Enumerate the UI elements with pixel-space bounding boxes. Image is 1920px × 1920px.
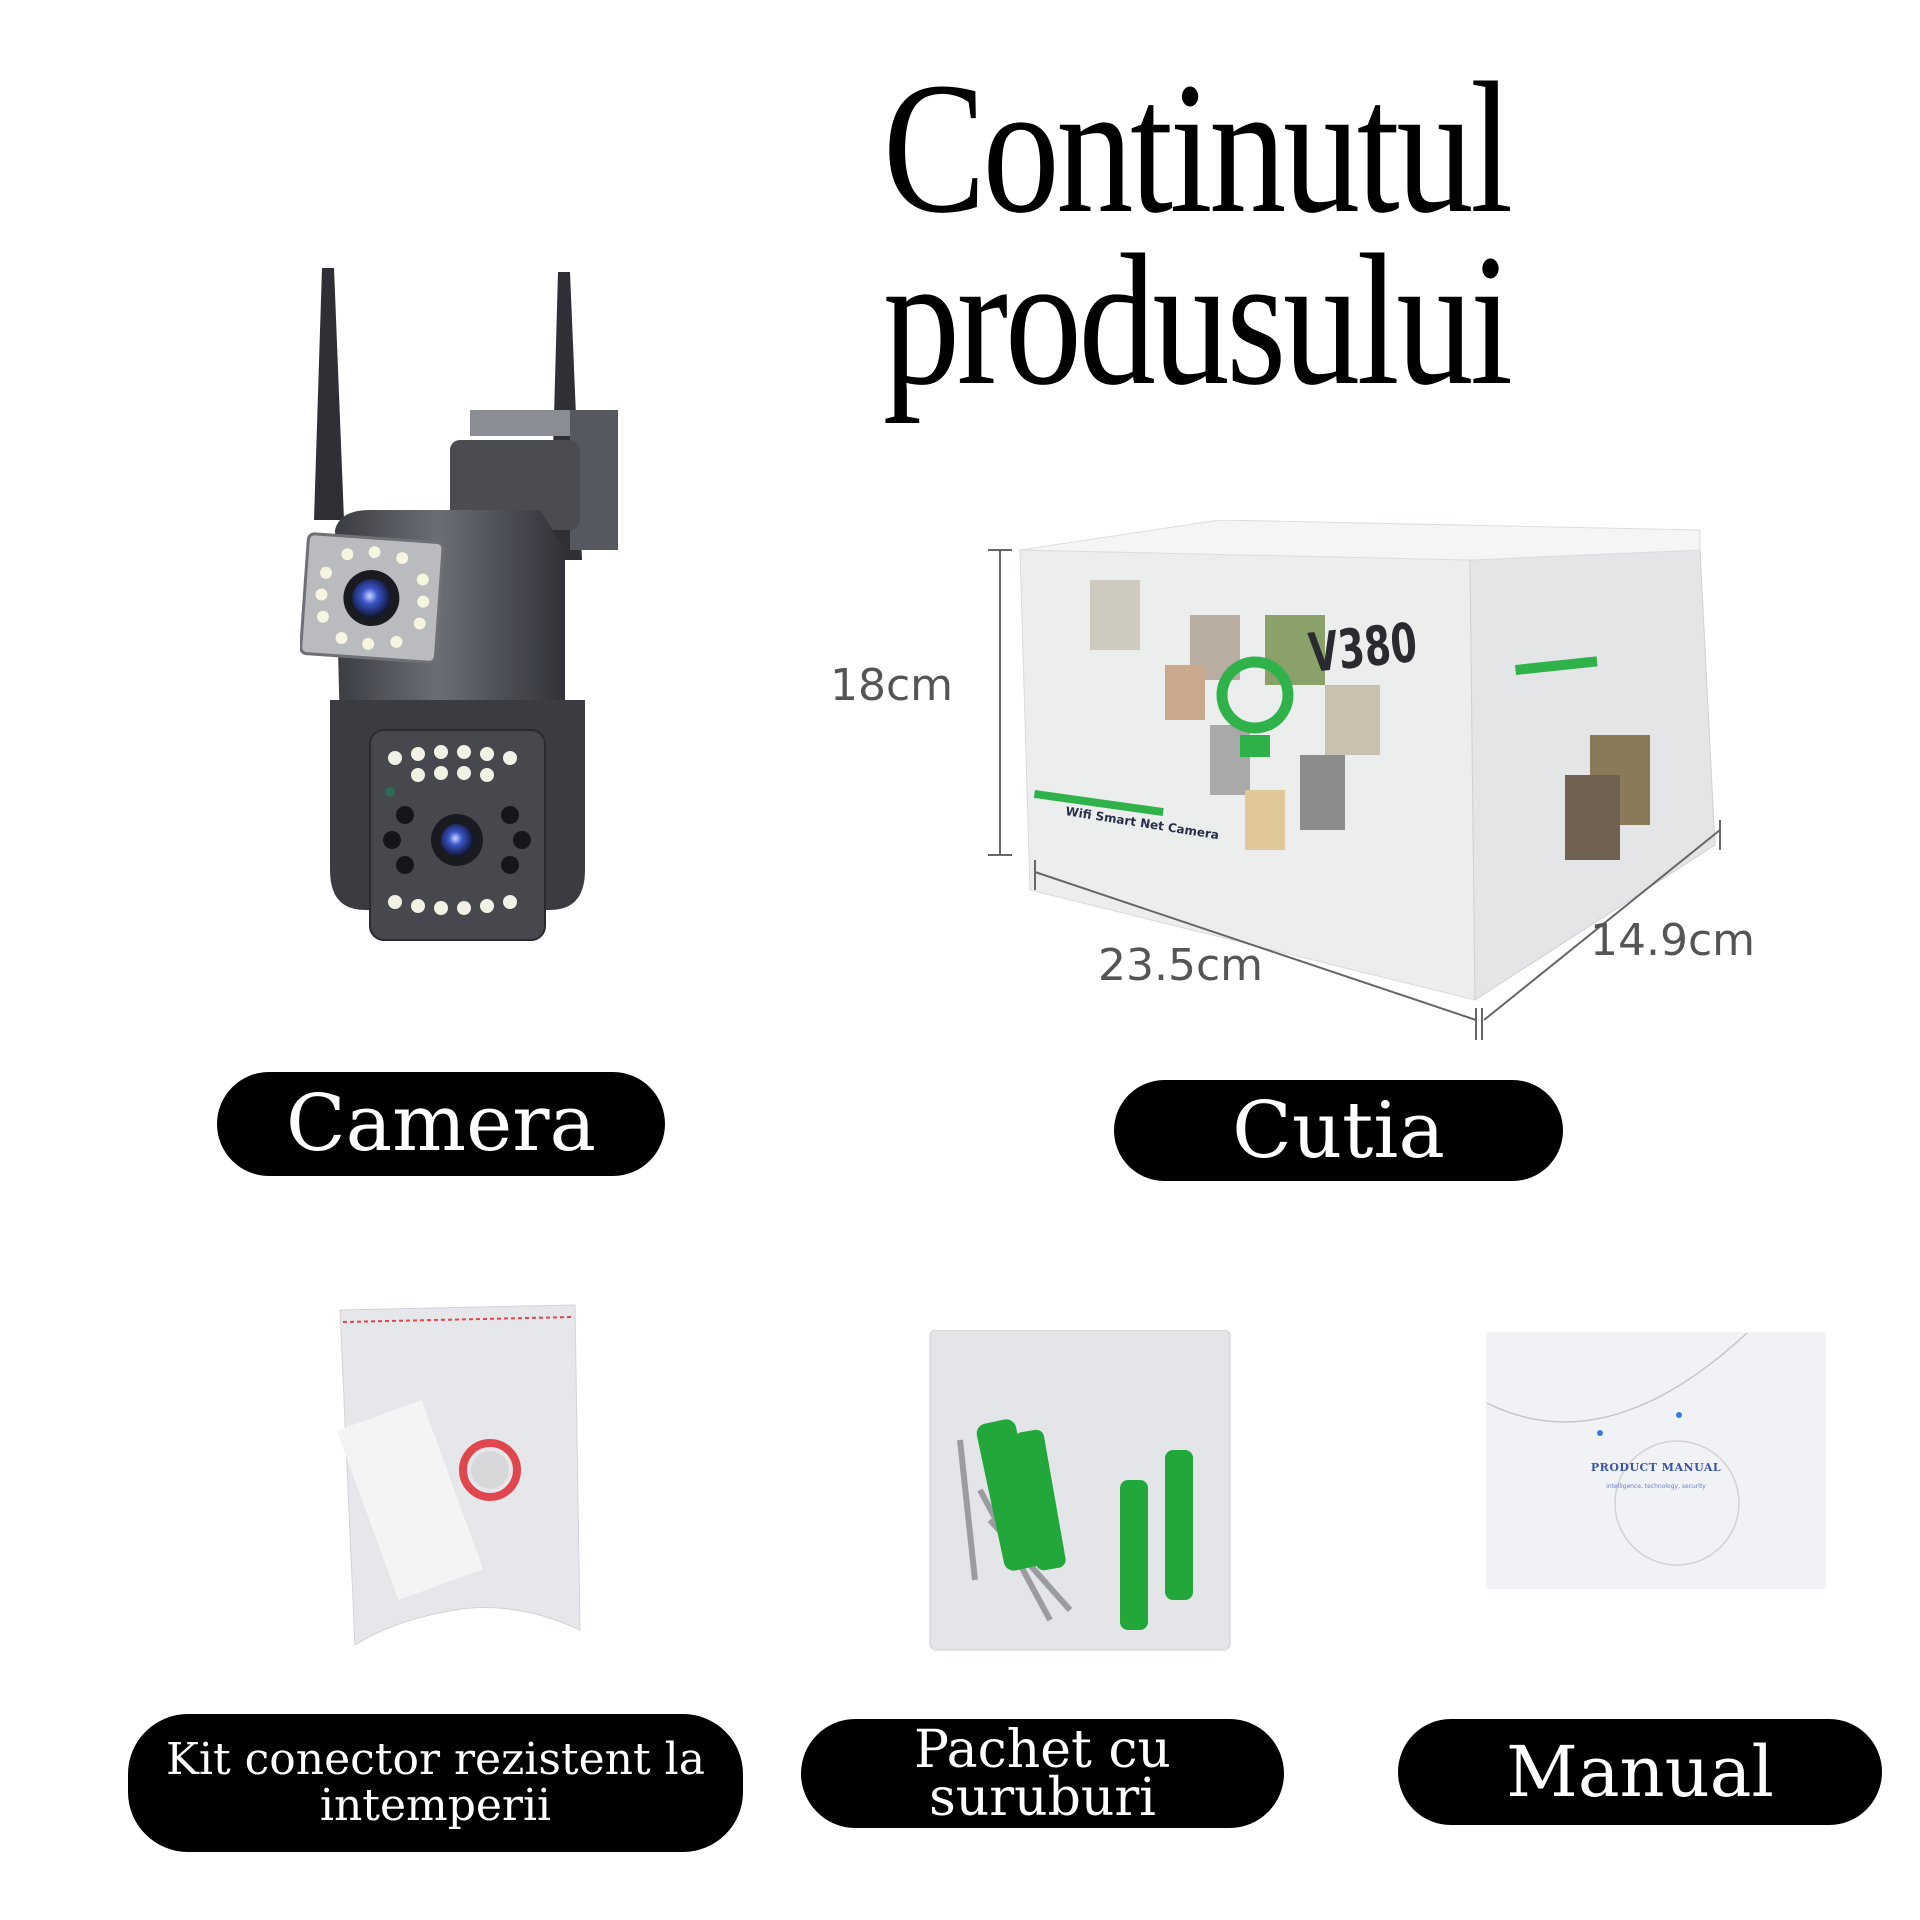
box-image: Wifi Smart Net Camera V380 bbox=[988, 520, 1721, 1040]
box-height-label: 18cm bbox=[830, 660, 954, 711]
manual-cover-subtitle: intelligence, technology, security bbox=[1606, 1483, 1706, 1490]
camera-label: Camera bbox=[285, 1079, 597, 1169]
box-length-label: 23.5cm bbox=[1098, 940, 1264, 991]
connector-kit-bag-image bbox=[336, 1304, 581, 1646]
box-depth-label: 14.9cm bbox=[1590, 915, 1756, 966]
title-line-1: Continutul bbox=[883, 43, 1513, 252]
screws-label-line2: suruburi bbox=[929, 1767, 1156, 1828]
connector-kit-label-line2: intemperii bbox=[319, 1780, 552, 1831]
screws-label-pill: Pachet cu suruburi bbox=[801, 1719, 1284, 1828]
svg-text:V380: V380 bbox=[1306, 611, 1420, 685]
box-label-pill: Cutia bbox=[1114, 1080, 1563, 1181]
manual-cover-graphic bbox=[1487, 1333, 1748, 1566]
camera-label-pill: Camera bbox=[217, 1072, 665, 1176]
screws-bag-image bbox=[929, 1330, 1231, 1651]
screws-label-line1: Pachet cu bbox=[913, 1719, 1172, 1780]
manual-image: PRODUCT MANUAL intelligence, technology,… bbox=[1487, 1333, 1825, 1588]
manual-label: Manual bbox=[1506, 1731, 1774, 1813]
connector-kit-label-line1: Kit conector rezistent la bbox=[166, 1734, 705, 1785]
box-figure: Wifi Smart Net Camera V380 18cm 23.5cm 1… bbox=[820, 520, 1780, 1060]
box-label: Cutia bbox=[1232, 1085, 1445, 1176]
title-line-2: produsului bbox=[883, 215, 1513, 424]
manual-label-pill: Manual bbox=[1398, 1719, 1882, 1825]
connector-kit-label-pill: Kit conector rezistent la intemperii bbox=[128, 1714, 743, 1852]
manual-cover-title: PRODUCT MANUAL bbox=[1590, 1461, 1722, 1474]
camera-image bbox=[300, 268, 618, 941]
page-title: Continutul produsului bbox=[883, 43, 1513, 424]
